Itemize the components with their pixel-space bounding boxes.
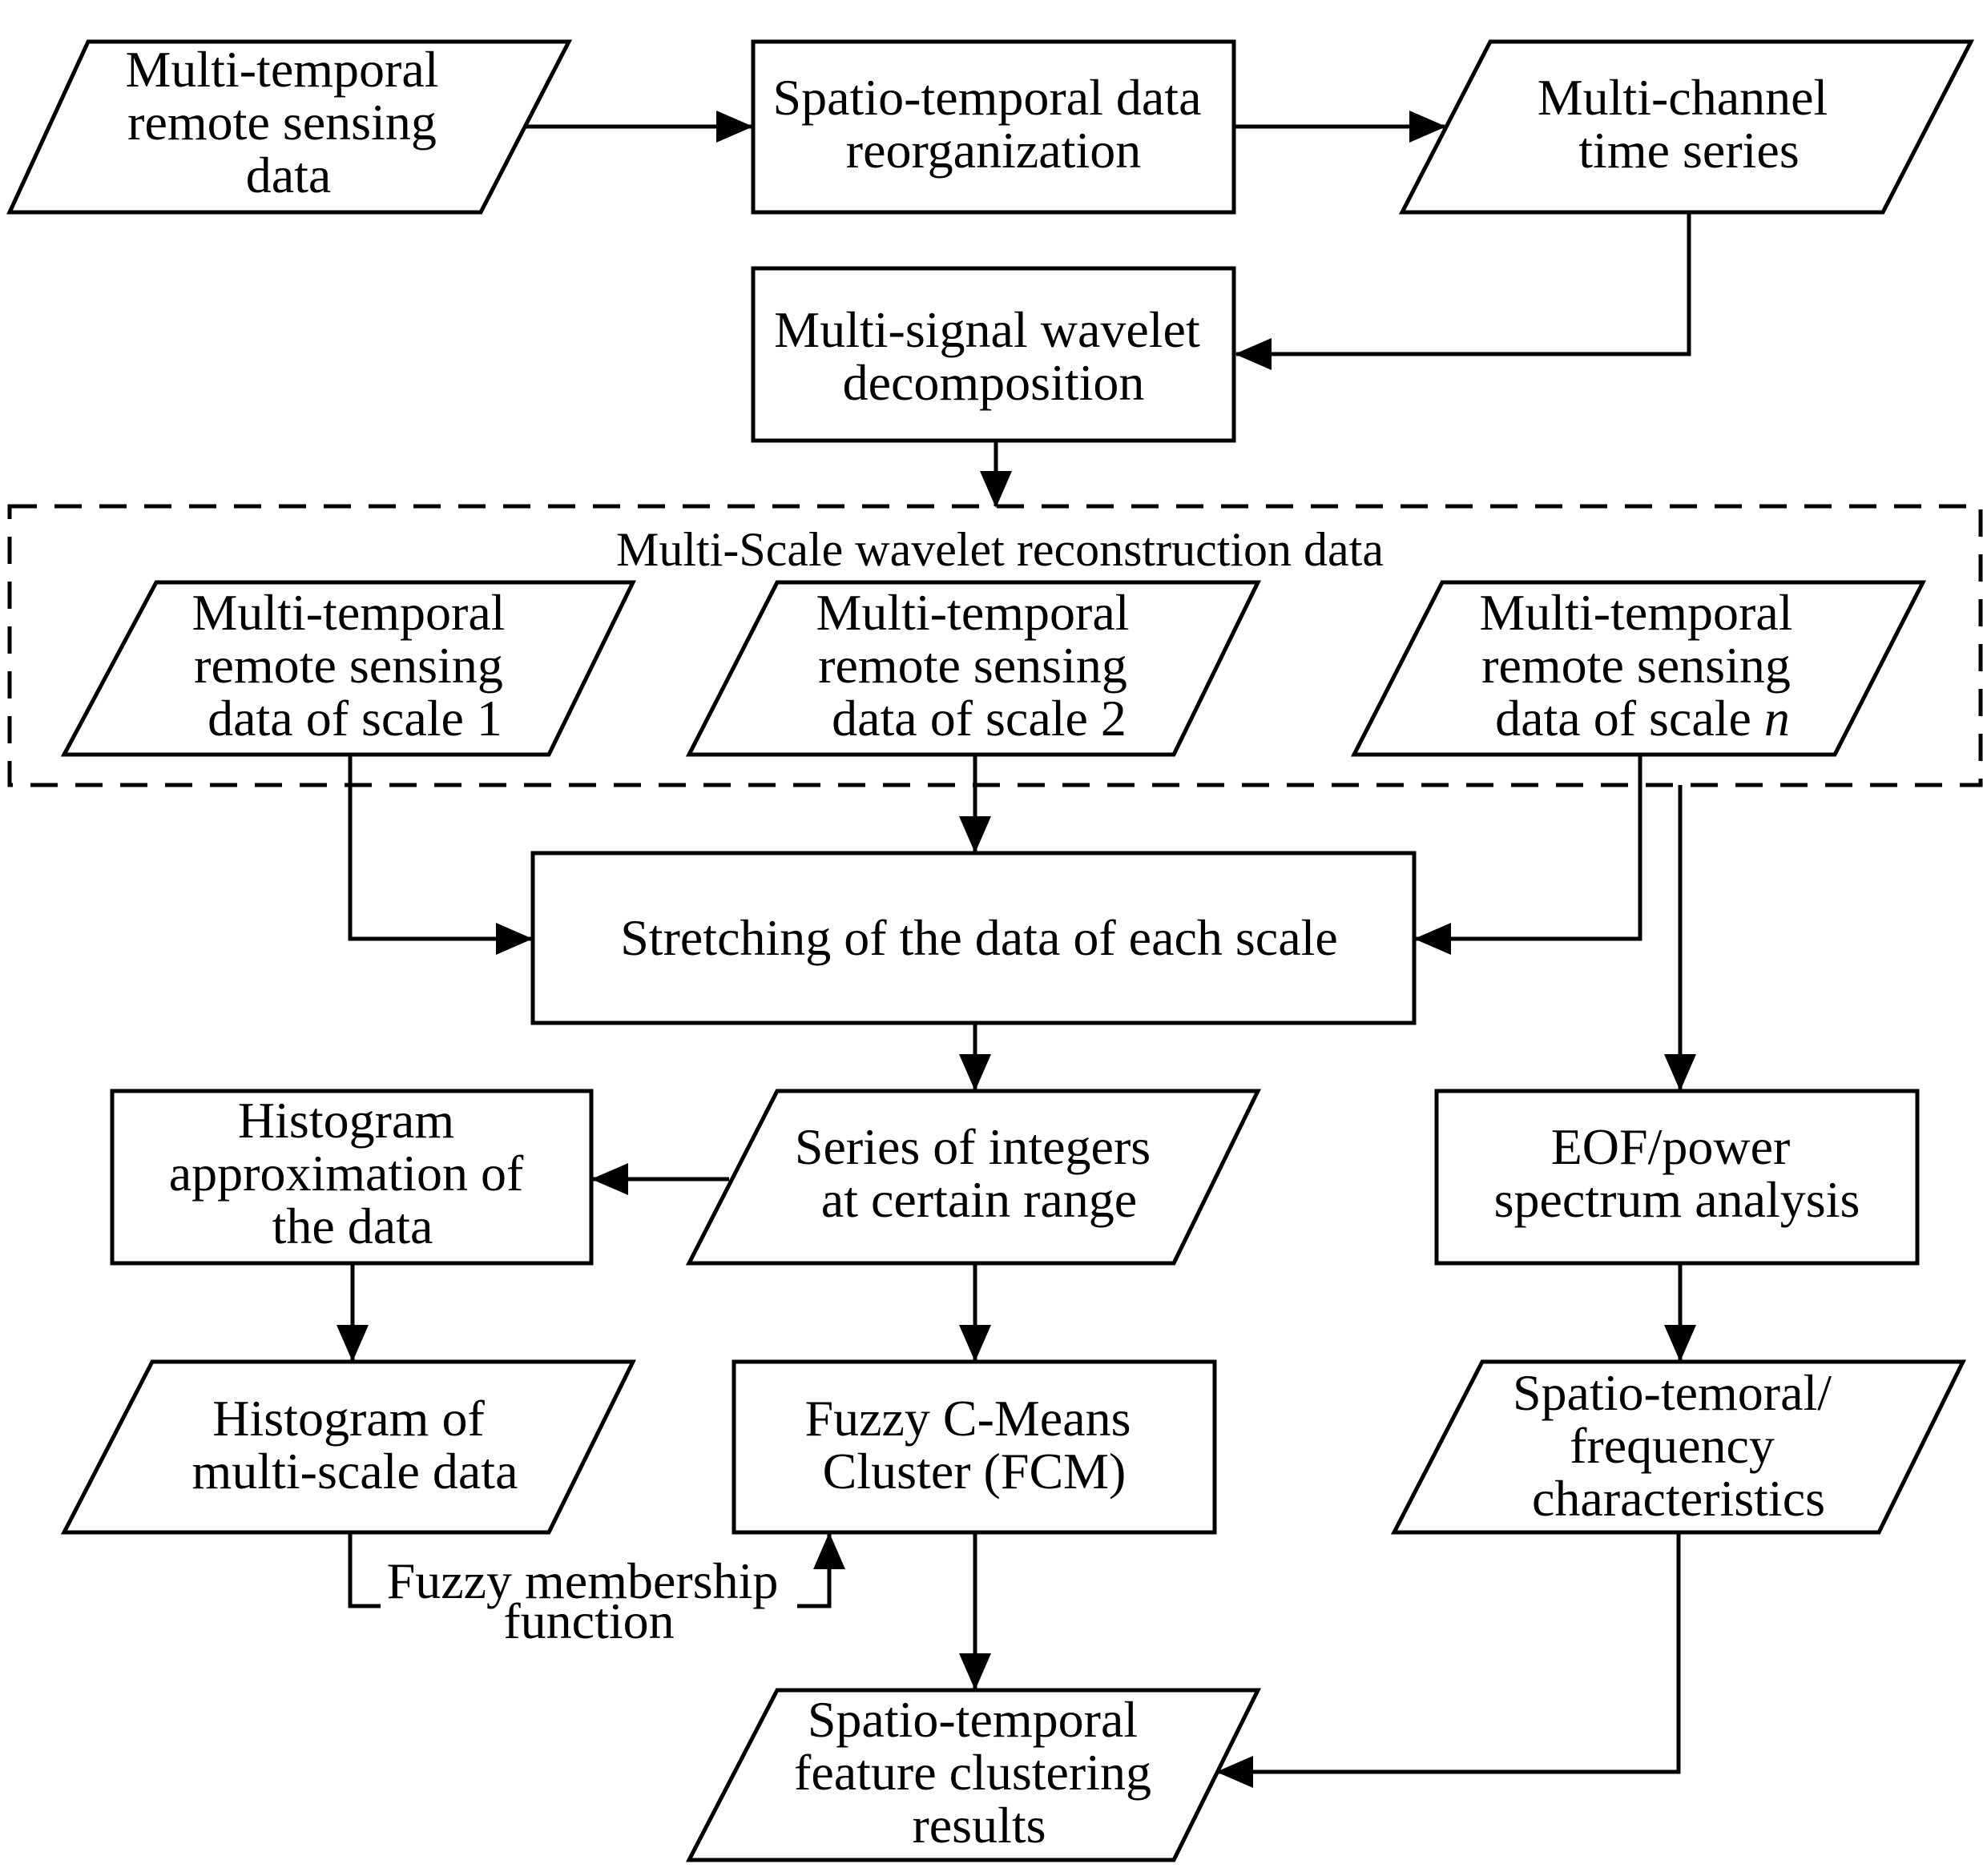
node-scale-2-label: Multi-temporal remote sensing data of sc… (816, 584, 1142, 747)
node-integer-series: Series of integers at certain range (685, 1089, 1262, 1266)
node-histogram-multiscale: Histogram of multi-scale data (60, 1359, 637, 1535)
node-time-series: Multi-channel time series (1398, 39, 1975, 215)
node-histogram-approximation-label: Histogram approximation of the data (169, 1092, 537, 1254)
node-eof-analysis-label: EOF/power spectrum analysis (1494, 1118, 1860, 1228)
node-stretching: Stretching of the data of each scale (530, 851, 1417, 1025)
node-reorganization-label: Spatio-temporal data reorganization (773, 69, 1215, 179)
arrow-scale-n-to-stretching (1414, 755, 1642, 955)
arrow-scale-1-to-stretching (348, 755, 533, 955)
node-characteristics-label: Spatio-temoral/ frequency characteristic… (1513, 1364, 1844, 1527)
node-fcm-label: Fuzzy C-Means Cluster (FCM) (804, 1390, 1143, 1500)
node-input-data: Multi-temporal remote sensing data (6, 39, 573, 215)
node-stretching-label: Stretching of the data of each scale (620, 909, 1338, 966)
arrow-characteristics-to-results (1216, 1532, 1681, 1788)
node-time-series-label: Multi-channel time series (1538, 69, 1841, 179)
node-scale-2: Multi-temporal remote sensing data of sc… (685, 580, 1262, 757)
node-wavelet-decomposition: Multi-signal wavelet decomposition (751, 266, 1236, 443)
bracket-membership-left (348, 1532, 381, 1608)
node-fcm: Fuzzy C-Means Cluster (FCM) (732, 1359, 1217, 1535)
node-histogram-approximation: Histogram approximation of the data (110, 1089, 594, 1266)
node-characteristics: Spatio-temoral/ frequency characteristic… (1390, 1359, 1967, 1535)
node-clustering-results-label: Spatio-temporal feature clustering resul… (794, 1691, 1164, 1854)
node-reorganization: Spatio-temporal data reorganization (751, 39, 1236, 215)
node-wavelet-decomposition-label: Multi-signal wavelet decomposition (774, 301, 1212, 411)
node-eof-analysis: EOF/power spectrum analysis (1434, 1089, 1920, 1266)
node-integer-series-label: Series of integers at certain range (795, 1118, 1163, 1228)
node-histogram-multiscale-label: Histogram of multi-scale data (192, 1390, 518, 1500)
arrow-time-series-to-decomposition (1235, 212, 1691, 370)
node-clustering-results: Spatio-temporal feature clustering resul… (685, 1688, 1262, 1862)
node-scale-n-label: Multi-temporal remote sensing data of sc… (1479, 584, 1805, 747)
membership-function-label: Fuzzy membership function (387, 1552, 792, 1649)
arrow-membership-to-fcm (797, 1532, 845, 1608)
node-scale-1-label: Multi-temporal remote sensing data of sc… (191, 584, 518, 747)
reconstruction-group-frame (7, 504, 1983, 787)
node-scale-n: Multi-temporal remote sensing data of sc… (1350, 580, 1927, 757)
node-scale-1: Multi-temporal remote sensing data of sc… (60, 580, 637, 757)
node-input-data-label: Multi-temporal remote sensing data (125, 41, 451, 203)
reconstruction-group-label: Multi-Scale wavelet reconstruction data (616, 523, 1384, 576)
